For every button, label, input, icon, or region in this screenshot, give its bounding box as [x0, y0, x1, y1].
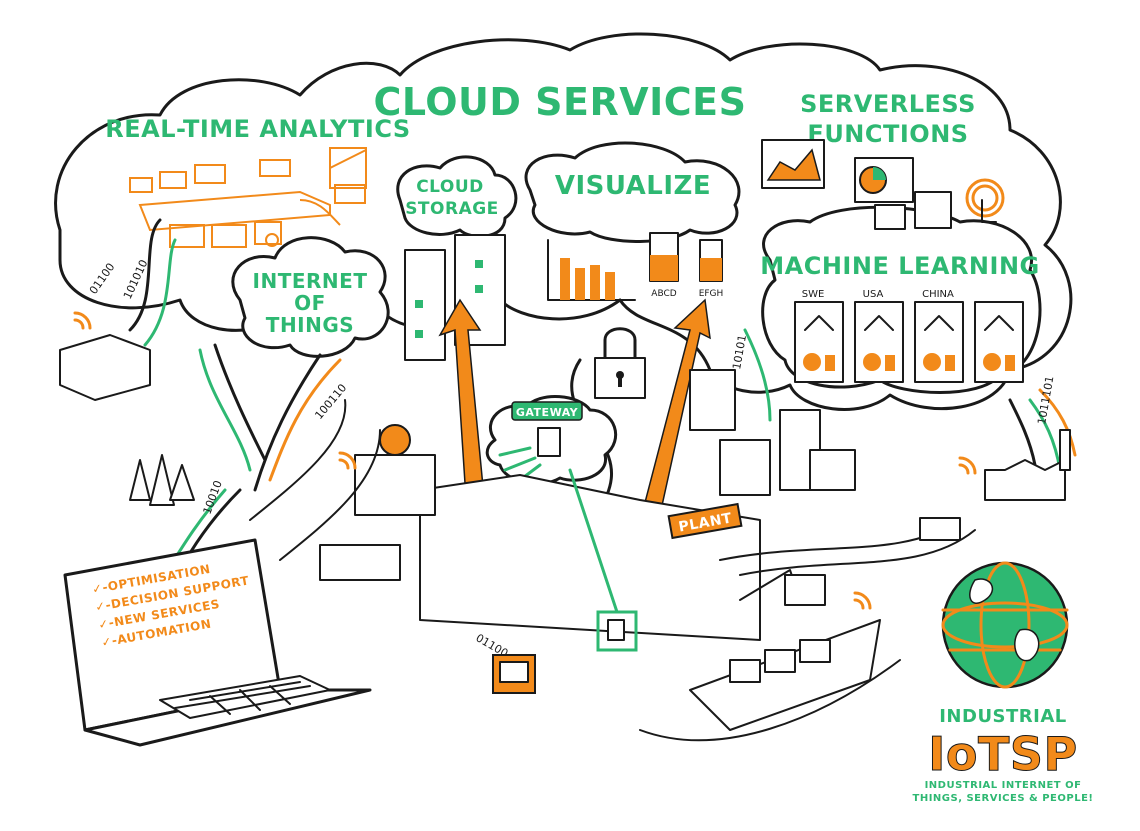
- iot-cloud: [231, 236, 390, 358]
- visualize-title: VISUALIZE: [555, 171, 711, 201]
- chart-label-1: ABCD: [651, 289, 676, 299]
- serverless-title-line2: FUNCTIONS: [807, 120, 968, 148]
- brand-line1: INDUSTRIAL: [939, 706, 1067, 727]
- analytics-sketch: [129, 147, 367, 248]
- ml-panels: SWE USA CHINA: [794, 289, 1024, 383]
- visualize-chart: ABCD EFGH: [547, 232, 724, 301]
- storage-buildings: [404, 234, 506, 361]
- iot-device: [492, 654, 536, 694]
- plant-area: PLANT: [354, 424, 761, 652]
- serverless-sketch: [761, 139, 1005, 230]
- ml-col-swe: SWE: [802, 289, 825, 300]
- factory-right: [984, 429, 1071, 501]
- machine-learning-title: MACHINE LEARNING: [760, 252, 1039, 280]
- signal-icons: [73, 311, 977, 610]
- trees: [129, 454, 195, 506]
- gateway-cloud: GATEWAY: [485, 395, 618, 486]
- brand-tagline-1: INDUSTRIAL INTERNET OF: [925, 780, 1082, 791]
- truck-right: [919, 517, 961, 541]
- city-buildings: [689, 369, 856, 496]
- road: [249, 399, 381, 561]
- truck-left: [319, 544, 401, 581]
- cargo-ship: [639, 569, 901, 742]
- visualize-cloud: [524, 141, 741, 243]
- globe-icon: [941, 561, 1069, 689]
- iot-title-line3: THINGS: [266, 313, 354, 337]
- iot-title-line2: OF: [294, 291, 326, 315]
- chart-label-2: EFGH: [699, 289, 724, 299]
- left-building: [59, 334, 151, 401]
- lock-icon: [594, 327, 646, 399]
- serverless-title-line1: SERVERLESS: [800, 90, 976, 118]
- binary-6: 10101: [730, 334, 749, 371]
- realtime-analytics-title: REAL-TIME ANALYTICS: [105, 115, 410, 143]
- cloud-services-title: CLOUD SERVICES: [373, 80, 746, 124]
- ml-col-usa: USA: [863, 289, 884, 300]
- binary-7: 1011101: [1035, 375, 1056, 426]
- cloud-storage-title-line1: CLOUD: [416, 177, 484, 197]
- cloud-storage-title-line2: STORAGE: [405, 199, 499, 219]
- laptop: [63, 538, 372, 747]
- brand-logo: IoTSP: [928, 727, 1077, 781]
- iot-title-line1: INTERNET: [253, 269, 368, 293]
- brand-tagline-2: THINGS, SERVICES & PEOPLE!: [913, 793, 1094, 804]
- cloud-storage-cloud: [396, 155, 518, 238]
- gateway-label: GATEWAY: [516, 406, 579, 419]
- ml-col-china: CHINA: [922, 289, 954, 300]
